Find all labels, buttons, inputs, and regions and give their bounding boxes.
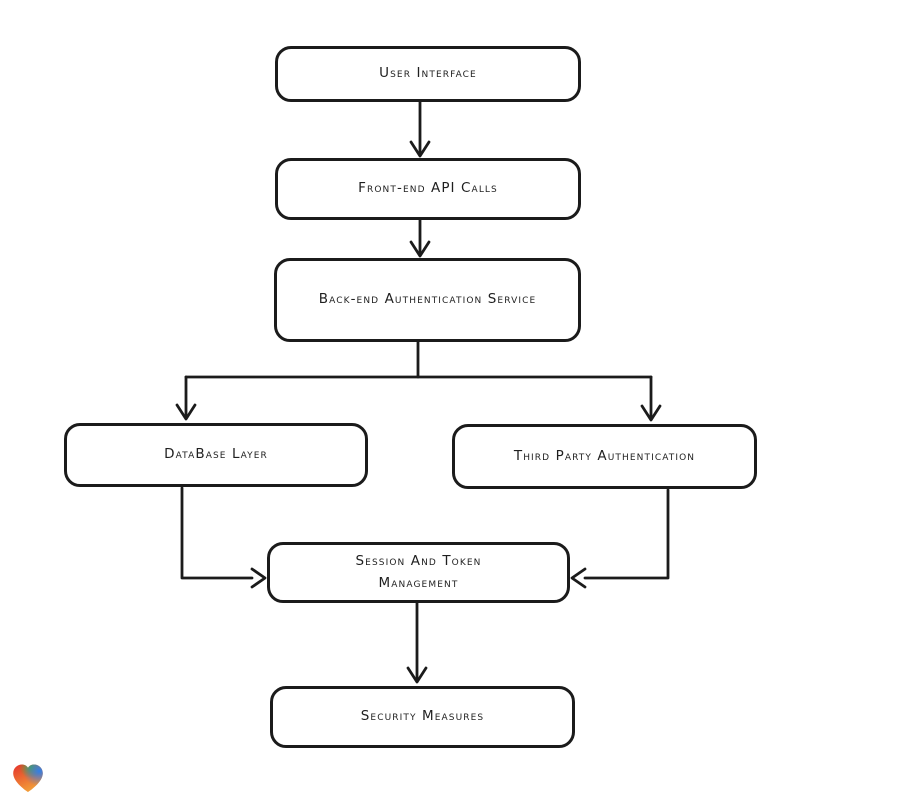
node-label: DataBase Layer — [164, 446, 268, 463]
edge-third-party-to-session — [570, 488, 670, 589]
edge-database-to-session — [180, 486, 267, 589]
node-label: Third Party Authentication — [513, 447, 696, 464]
edge-front-end-to-back-end — [409, 218, 431, 258]
gradient-heart-icon — [13, 764, 43, 793]
node-user-interface[interactable]: User Interface — [275, 46, 581, 102]
node-label: Security Measures — [360, 708, 485, 725]
node-label: Back-end Authentication Service — [318, 291, 537, 308]
node-session-and-token-management[interactable]: Session And Token Management — [267, 542, 570, 603]
node-security-measures[interactable]: Security Measures — [270, 686, 575, 748]
node-back-end-authentication-service[interactable]: Back-end Authentication Service — [274, 258, 581, 342]
edge-session-to-security — [406, 601, 428, 684]
edge-back-end-branch — [175, 340, 662, 422]
node-third-party-authentication[interactable]: Third Party Authentication — [452, 424, 757, 489]
node-front-end-api-calls[interactable]: Front-end API Calls — [275, 158, 581, 220]
node-label: User Interface — [379, 65, 477, 82]
edge-user-interface-to-front-end — [409, 100, 431, 158]
node-database-layer[interactable]: DataBase Layer — [64, 423, 368, 487]
node-label: Session And Token Management — [355, 552, 482, 591]
node-label: Front-end API Calls — [358, 180, 498, 197]
